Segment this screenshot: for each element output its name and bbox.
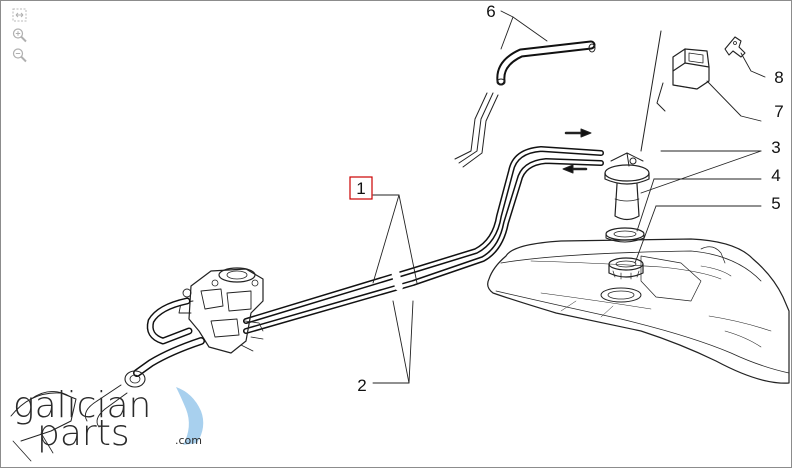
leader-lines	[372, 10, 766, 384]
callout-7[interactable]: 7	[774, 102, 783, 121]
fuel-tank	[487, 238, 790, 384]
fuel-delivery-lines	[243, 146, 604, 334]
seal-ring	[605, 227, 645, 243]
fit-to-window-icon	[12, 8, 27, 22]
zoom-out-button[interactable]	[10, 47, 30, 63]
logo-text-line1: galician	[13, 385, 151, 426]
pump-guide-line	[640, 30, 662, 152]
callout-2[interactable]: 2	[357, 376, 366, 395]
callout-6[interactable]: 6	[486, 2, 495, 21]
logo-accent-shape	[176, 387, 204, 445]
fuel-pump-sender	[604, 152, 650, 221]
logo-text-line2: parts	[37, 413, 130, 453]
callout-1-highlight-box[interactable]	[349, 176, 373, 200]
carburettor-assembly	[10, 267, 264, 462]
callout-8[interactable]: 8	[774, 68, 783, 87]
fit-to-window-button[interactable]	[10, 7, 30, 23]
electrical-connector	[672, 48, 710, 90]
callout-4[interactable]: 4	[771, 166, 780, 185]
lock-ring-nut	[608, 257, 644, 280]
vent-hose	[496, 40, 596, 86]
pipe-section	[454, 92, 499, 168]
zoom-in-icon	[12, 28, 27, 43]
callout-1[interactable]: 1	[356, 179, 365, 198]
retaining-clip	[724, 36, 746, 58]
flow-arrows	[562, 128, 592, 174]
logo-text-suffix: .com	[175, 434, 202, 447]
zoom-in-button[interactable]	[10, 27, 30, 43]
callout-3[interactable]: 3	[771, 138, 780, 157]
callout-5[interactable]: 5	[771, 194, 780, 213]
zoom-out-icon	[12, 48, 27, 63]
galicianparts-logo: galician parts .com	[13, 385, 204, 453]
